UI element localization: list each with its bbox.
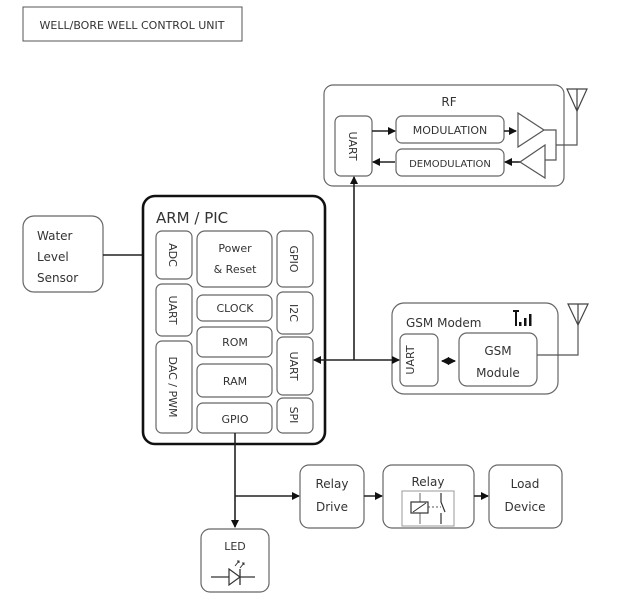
relay-block: Relay xyxy=(382,464,475,529)
relay-drive-line-2: Drive xyxy=(316,500,348,514)
mcu-dac-pwm xyxy=(155,340,193,434)
rf-demodulation-label: DEMODULATION xyxy=(409,159,491,170)
mcu-clock-label: CLOCK xyxy=(217,302,255,315)
sensor-line-2: Level xyxy=(37,250,69,264)
mcu-clock xyxy=(196,294,273,322)
mcu-title: ARM / PIC xyxy=(156,209,228,227)
gsm-uart xyxy=(399,333,439,387)
gsm-title: GSM Modem xyxy=(406,316,481,330)
rf-modulation-label: MODULATION xyxy=(413,124,488,137)
relay-symbol-icon xyxy=(401,490,455,527)
relay-drive-block: Relay Drive xyxy=(299,464,365,529)
mcu-block: ARM / PIC ADC UART DAC / PWM Power & Res… xyxy=(141,194,327,446)
load-device-block: Load Device xyxy=(488,464,563,529)
sensor-line-3: Sensor xyxy=(37,271,78,285)
mcu-uart-left xyxy=(155,283,193,337)
rf-block: RF UART MODULATION DEMODULATION xyxy=(323,84,588,187)
rf-modulation xyxy=(395,115,505,144)
mcu-gpio-center-label: GPIO xyxy=(221,413,248,426)
rf-title: RF xyxy=(441,95,456,109)
mcu-adc xyxy=(155,230,193,280)
rf-antenna-icon xyxy=(566,88,588,113)
mcu-uart-right xyxy=(276,336,314,396)
mcu-i2c-label: I2C xyxy=(287,304,300,322)
load-line-2: Device xyxy=(504,500,545,514)
gsm-module xyxy=(458,332,538,387)
led-symbol-icon xyxy=(211,560,255,587)
relay-label: Relay xyxy=(412,475,445,489)
led-block: LED xyxy=(200,528,270,593)
gsm-modem-block: GSM Modem UART GSM Module xyxy=(391,302,589,395)
mcu-spi xyxy=(276,397,314,434)
mcu-ram-label: RAM xyxy=(223,375,247,388)
gsm-module-line-1: GSM xyxy=(484,344,511,358)
mcu-spi-label: SPI xyxy=(287,407,300,424)
mcu-adc-label: ADC xyxy=(166,243,179,267)
title-box: WELL/BORE WELL CONTROL UNIT xyxy=(22,6,243,42)
mcu-gpio-right xyxy=(276,230,314,288)
mcu-dac-pwm-label: DAC / PWM xyxy=(166,357,179,418)
gsm-module-line-2: Module xyxy=(476,366,520,380)
mcu-i2c xyxy=(276,291,314,335)
led-label: LED xyxy=(224,540,246,553)
mcu-power-reset xyxy=(196,230,273,288)
mcu-ram xyxy=(196,363,273,398)
mcu-rom-label: ROM xyxy=(222,336,248,349)
sensor-line-1: Water xyxy=(37,229,73,243)
gsm-uart-label: UART xyxy=(404,345,417,374)
gsm-antenna-feed xyxy=(537,325,579,356)
rf-uart-label: UART xyxy=(346,131,359,160)
gsm-antenna-icon xyxy=(567,303,589,327)
mcu-reset-label: & Reset xyxy=(214,263,257,276)
mcu-gpio-right-label: GPIO xyxy=(287,245,300,272)
load-line-1: Load xyxy=(511,477,540,491)
rf-antenna-feed xyxy=(556,111,578,146)
mcu-uart-left-label: UART xyxy=(166,295,179,324)
tx-amplifier-icon xyxy=(517,111,546,149)
signal-strength-icon xyxy=(513,310,532,326)
rx-amplifier-icon xyxy=(518,143,546,180)
relay-drive-line-1: Relay xyxy=(316,477,349,491)
title-text: WELL/BORE WELL CONTROL UNIT xyxy=(40,19,225,32)
water-level-sensor: Water Level Sensor xyxy=(22,215,104,293)
mcu-rom xyxy=(196,326,273,358)
mcu-power-label: Power xyxy=(218,242,252,255)
mcu-uart-right-label: UART xyxy=(287,351,300,380)
